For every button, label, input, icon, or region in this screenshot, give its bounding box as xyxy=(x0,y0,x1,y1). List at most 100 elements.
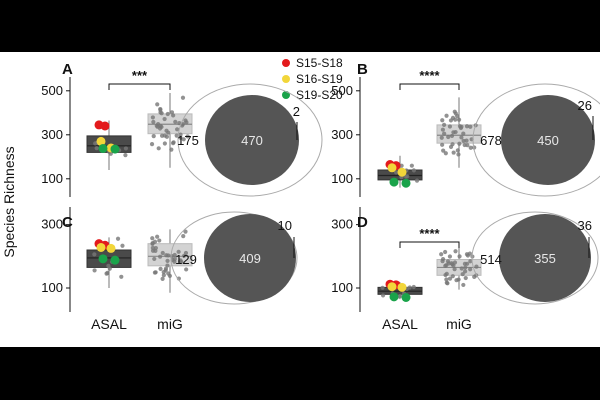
mig-jitter-point xyxy=(452,267,457,272)
mig-jitter-point xyxy=(443,249,448,255)
mig-jitter-point xyxy=(180,95,186,100)
mig-jitter-point xyxy=(165,258,170,263)
mig-jitter-point xyxy=(455,148,460,153)
legend-label-2: S19-S20 xyxy=(296,88,343,102)
asal-sample-point xyxy=(96,136,106,146)
mig-jitter-point xyxy=(443,263,448,269)
asal-sample-point xyxy=(100,121,110,131)
mig-jitter-point xyxy=(440,142,445,147)
venn-asal-ellipse xyxy=(501,95,595,185)
mig-jitter-point xyxy=(156,146,161,151)
mig-jitter-point xyxy=(460,272,465,277)
mig-jitter-point xyxy=(442,131,447,136)
venn-shared-count: 409 xyxy=(239,251,261,266)
y-tick-label: 500 xyxy=(331,83,353,98)
mig-jitter-point xyxy=(157,238,162,243)
y-axis-label: Species Richness xyxy=(1,146,17,257)
mig-jitter-point xyxy=(451,150,456,155)
mig-jitter-point xyxy=(181,253,187,258)
venn-asal-only-count: 36 xyxy=(578,218,592,233)
venn-asal-ellipse xyxy=(204,214,296,302)
asal-jitter-point xyxy=(123,146,129,151)
mig-jitter-point xyxy=(178,135,183,140)
venn-mig-only-count: 678 xyxy=(480,133,502,148)
mig-jitter-point xyxy=(463,265,468,270)
asal-jitter-point xyxy=(104,271,109,276)
mig-jitter-point xyxy=(172,252,177,258)
legend-label-1: S16-S19 xyxy=(296,72,343,86)
venn-mig-only-count: 514 xyxy=(480,252,502,267)
legend-marker-0 xyxy=(282,59,290,67)
mig-jitter-point xyxy=(171,113,176,118)
mig-jitter-point xyxy=(153,270,158,275)
mig-jitter-point xyxy=(474,264,479,269)
mig-jitter-point xyxy=(150,245,155,250)
mig-jitter-point xyxy=(183,118,188,123)
asal-jitter-point xyxy=(115,236,121,241)
mig-jitter-point xyxy=(160,250,165,256)
mig-jitter-point xyxy=(439,252,444,257)
mig-jitter-point xyxy=(155,102,160,107)
mig-jitter-point xyxy=(151,134,156,139)
mig-jitter-point xyxy=(180,121,186,127)
asal-sample-point xyxy=(110,255,120,265)
y-tick-label: 500 xyxy=(41,83,63,98)
mig-jitter-point xyxy=(455,114,460,119)
mig-jitter-point xyxy=(468,124,473,129)
mig-jitter-point xyxy=(149,141,155,147)
mig-jitter-point xyxy=(152,239,158,244)
y-tick-label: 300 xyxy=(41,127,63,142)
mig-jitter-point xyxy=(468,267,473,272)
asal-sample-point xyxy=(387,163,397,173)
asal-jitter-point xyxy=(119,274,124,279)
mig-jitter-point xyxy=(184,267,189,272)
venn-shared-count: 355 xyxy=(534,251,556,266)
mig-jitter-point xyxy=(450,274,455,279)
mig-jitter-point xyxy=(154,123,159,128)
asal-sample-point xyxy=(98,254,108,264)
venn-shared-count: 450 xyxy=(537,133,559,148)
mig-jitter-point xyxy=(459,135,464,140)
asal-jitter-point xyxy=(399,163,404,168)
mig-jitter-point xyxy=(441,148,446,153)
mig-jitter-point xyxy=(457,124,463,129)
mig-jitter-point xyxy=(165,263,170,268)
mig-jitter-point xyxy=(169,110,175,115)
mig-jitter-point xyxy=(440,127,445,132)
mig-jitter-point xyxy=(150,236,155,241)
mig-jitter-point xyxy=(181,137,186,142)
mig-jitter-point xyxy=(158,106,163,112)
mig-jitter-point xyxy=(164,253,169,258)
significance-label: **** xyxy=(419,226,440,241)
mig-jitter-point xyxy=(176,249,181,254)
mig-jitter-point xyxy=(158,266,163,271)
asal-jitter-point xyxy=(409,163,414,168)
venn-asal-ellipse xyxy=(499,214,591,302)
x-tick-label: ASAL xyxy=(91,316,127,332)
asal-sample-point xyxy=(401,293,411,302)
mig-jitter-point xyxy=(171,140,176,145)
y-tick-label: 100 xyxy=(331,171,353,186)
asal-sample-point xyxy=(389,177,399,187)
mig-jitter-point xyxy=(159,124,164,130)
y-tick-label: 300 xyxy=(331,127,353,142)
venn-mig-ellipse xyxy=(170,211,298,305)
mig-jitter-point xyxy=(151,119,156,125)
mig-jitter-point xyxy=(463,275,468,281)
asal-jitter-point xyxy=(107,266,112,271)
asal-sample-point xyxy=(389,292,399,302)
mig-jitter-point xyxy=(157,254,163,259)
mig-jitter-point xyxy=(456,152,461,157)
mig-jitter-point xyxy=(447,276,453,281)
significance-bracket xyxy=(399,83,460,90)
asal-sample-point xyxy=(387,282,397,292)
y-tick-label: 100 xyxy=(41,280,63,295)
mig-jitter-point xyxy=(459,266,464,271)
mig-jitter-point xyxy=(450,115,456,120)
asal-jitter-point xyxy=(393,170,399,175)
mig-jitter-point xyxy=(440,256,446,262)
